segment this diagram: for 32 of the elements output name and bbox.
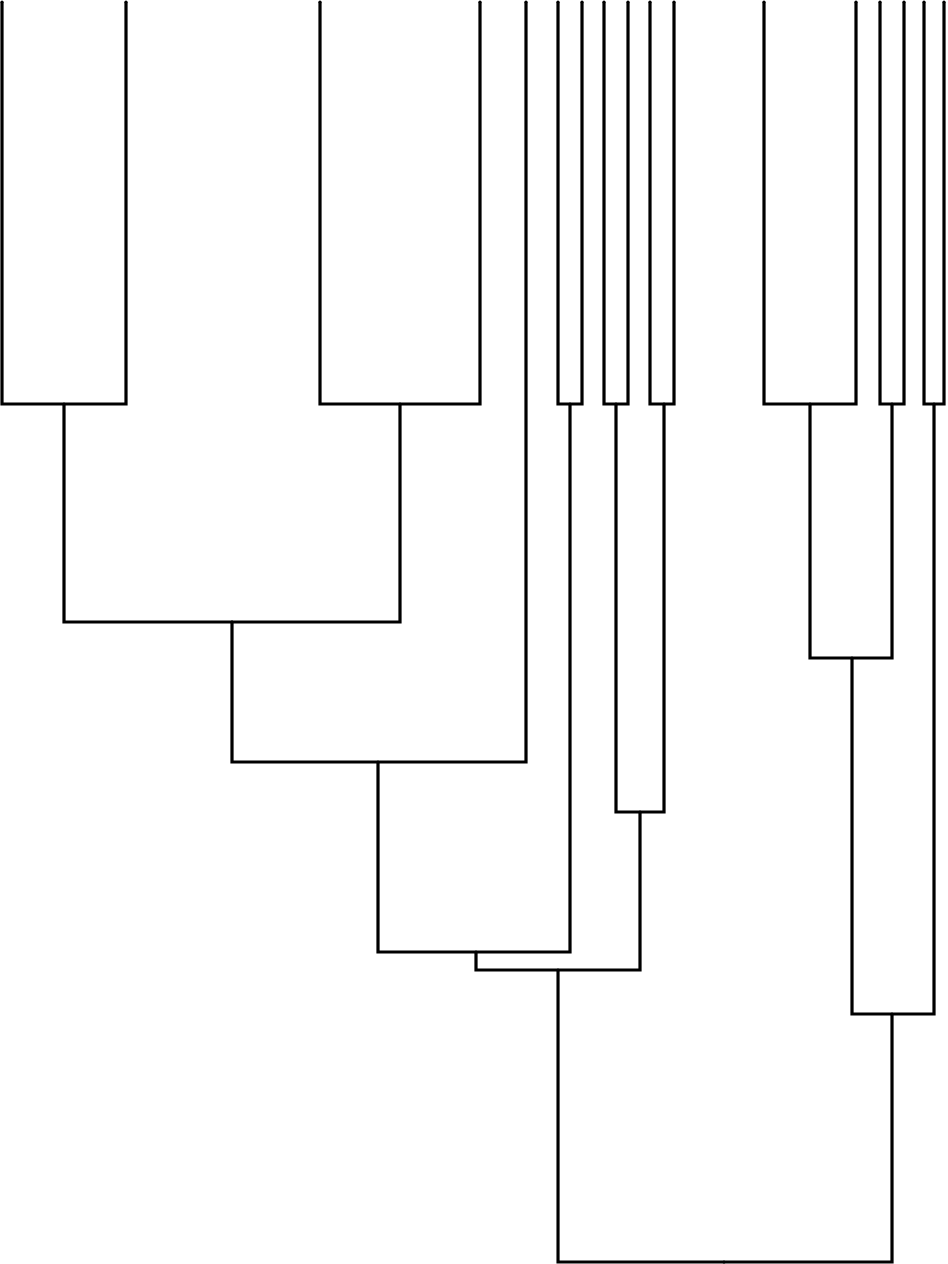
branch-line <box>664 2 676 406</box>
branch-line <box>318 2 400 406</box>
branch-line <box>934 2 946 406</box>
branch-line <box>808 404 852 660</box>
branch-line <box>762 2 810 406</box>
branch-line <box>556 2 570 406</box>
branch-line <box>892 404 936 1016</box>
branch-line <box>378 2 528 764</box>
branch-line <box>640 404 666 814</box>
branch-line <box>614 404 640 814</box>
branch-line <box>616 2 630 406</box>
branch-line <box>602 2 616 406</box>
branch-line <box>878 2 892 406</box>
branch-line <box>852 404 894 660</box>
branch-line <box>922 2 934 406</box>
branch-line <box>850 658 892 1016</box>
branch-line <box>400 2 482 406</box>
branch-line <box>0 2 64 406</box>
branch-line <box>892 2 906 406</box>
branch-line <box>570 2 584 406</box>
branch-line <box>376 762 476 954</box>
branch-line <box>474 952 558 972</box>
branch-line <box>556 970 724 1264</box>
branch-line <box>558 812 642 972</box>
branch-line <box>476 404 572 954</box>
branch-line <box>724 1014 894 1264</box>
branch-line <box>230 622 378 764</box>
branch-line <box>62 404 232 624</box>
branch-line <box>810 2 858 406</box>
branch-line <box>232 404 402 624</box>
branch-line <box>648 2 664 406</box>
branch-line <box>64 2 128 406</box>
